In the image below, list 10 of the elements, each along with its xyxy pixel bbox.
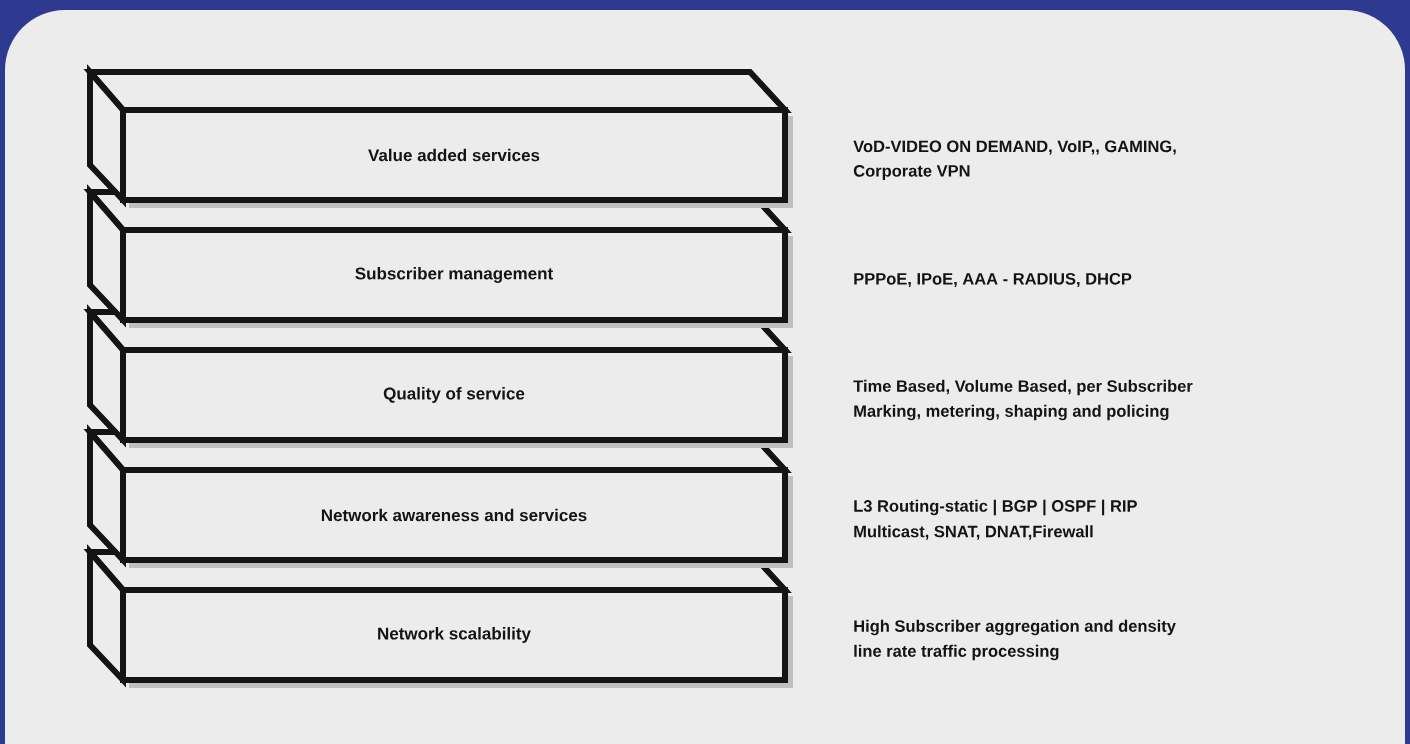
description-text: Multicast, SNAT, DNAT,Firewall <box>854 525 1093 540</box>
description-text: High Subscriber aggregation and density <box>854 619 1176 636</box>
description-text: VoD-VIDEO ON DEMAND, VoIP,, GAMING, <box>853 140 1176 155</box>
description-text: Time Based, Volume Based, per Subscriber <box>853 379 1193 396</box>
description-text: Marking, metering, shaping and policing <box>854 404 1169 421</box>
description-text: Corporate VPN <box>853 165 970 180</box>
description-text: PPPoE, IPoE, AAA - RADIUS, DHCP <box>854 272 1132 288</box>
description-text: line rate traffic processing <box>854 644 1059 661</box>
description-text: L3 Routing-static | BGP | OSPF | RIP <box>854 499 1137 516</box>
slab-box: Value added services <box>83 63 793 208</box>
